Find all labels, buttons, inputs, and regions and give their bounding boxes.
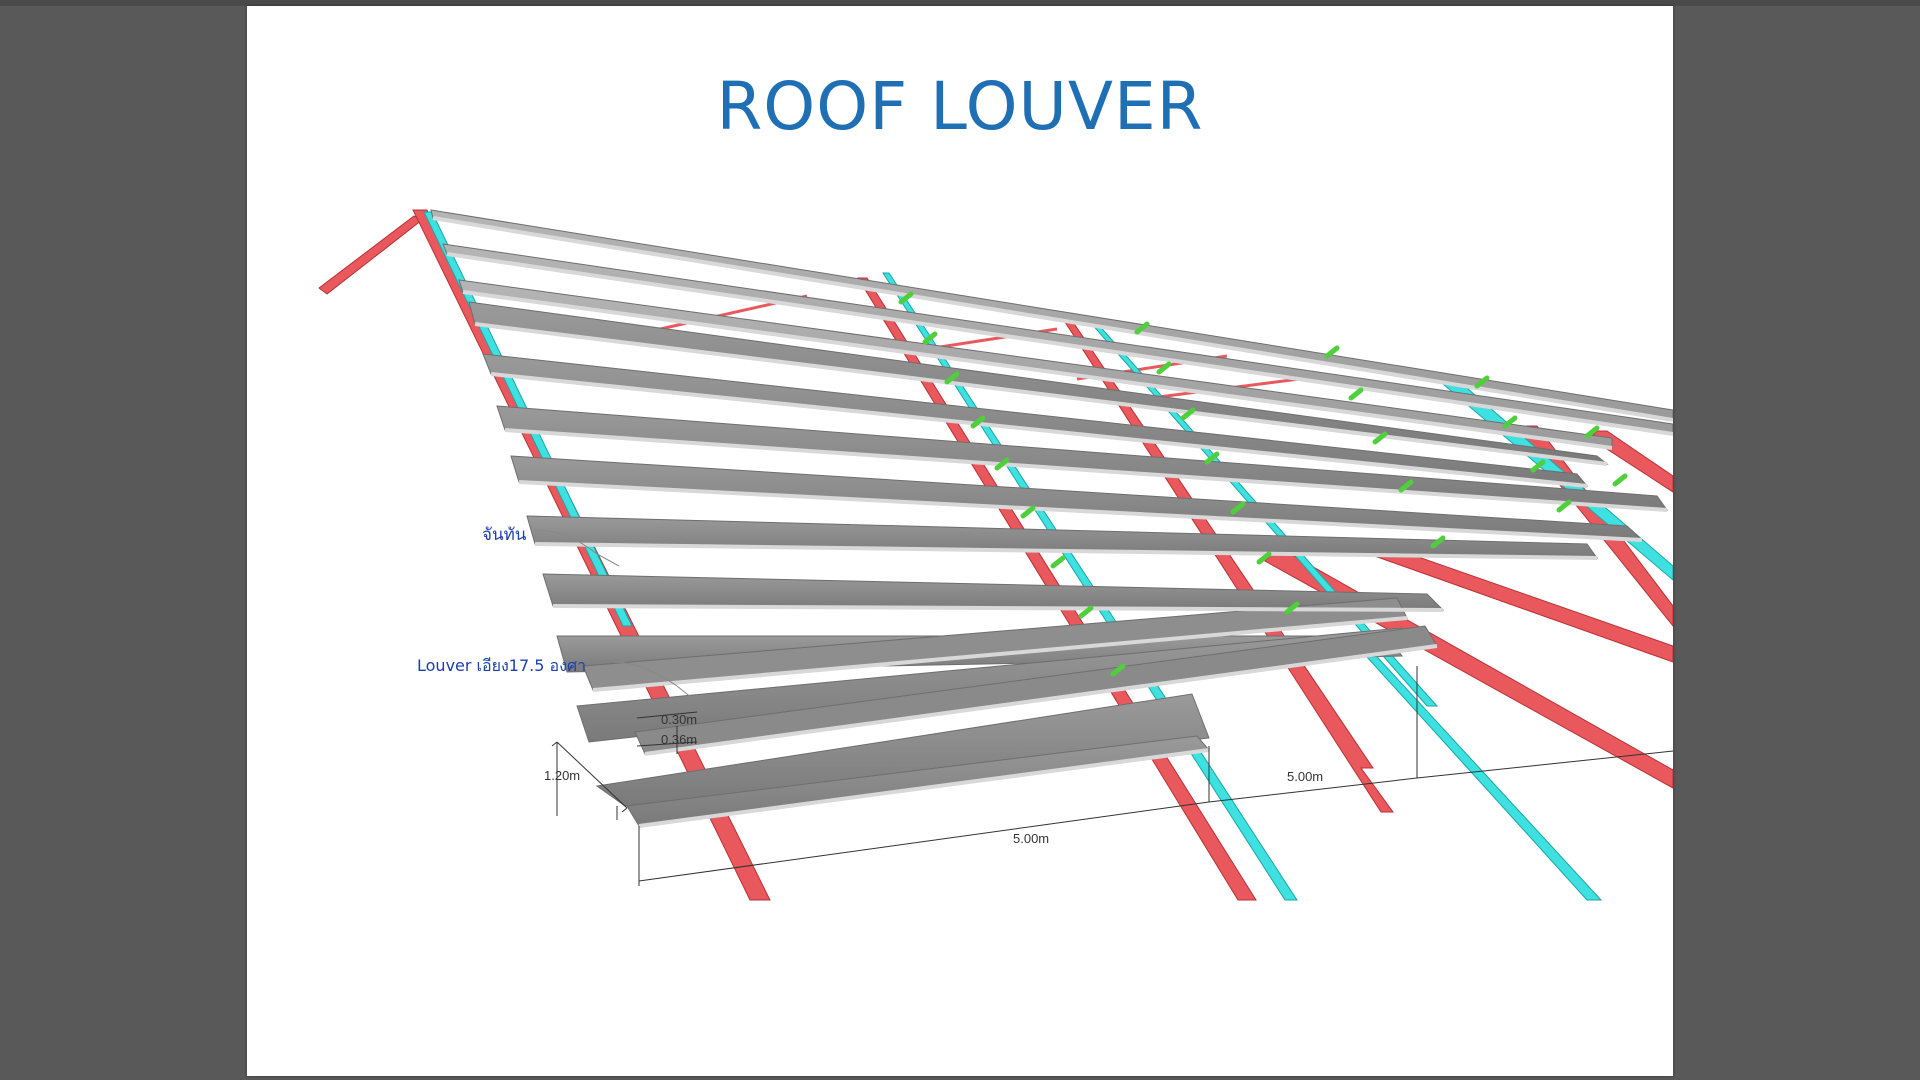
roof-louver-diagram: จันทัน Louver เอียง17.5 องศา 0.30m 0.36m…: [318, 209, 1673, 901]
support-label: จันทัน: [482, 525, 527, 545]
louver-slat: [595, 693, 1210, 807]
dim-width-span: 1.20m: [544, 768, 580, 783]
dim-slat-gap: 0.30m: [661, 712, 697, 727]
louver-label: Louver เอียง17.5 องศา: [417, 656, 586, 675]
dim-rafter-span-back: 5.00m: [1287, 769, 1323, 784]
slat-edges: [432, 216, 1673, 828]
louver-leader: [612, 661, 703, 707]
brackets: [898, 291, 1628, 677]
slide-page: ROOF LOUVER: [247, 6, 1673, 1076]
ridge-member: [318, 215, 423, 295]
leader-lines: [534, 529, 703, 707]
viewer-top-bar: [0, 0, 1920, 6]
support-leader: [534, 529, 620, 567]
louver-slat: [442, 243, 1673, 435]
dim-slat-depth: 0.36m: [661, 732, 697, 747]
louver-slats: [430, 209, 1673, 827]
slide-title: ROOF LOUVER: [716, 68, 1204, 145]
purlin-4: [1355, 645, 1603, 901]
dimension-lines: [551, 666, 1673, 886]
dim-rafter-span-front: 5.00m: [1013, 831, 1049, 846]
